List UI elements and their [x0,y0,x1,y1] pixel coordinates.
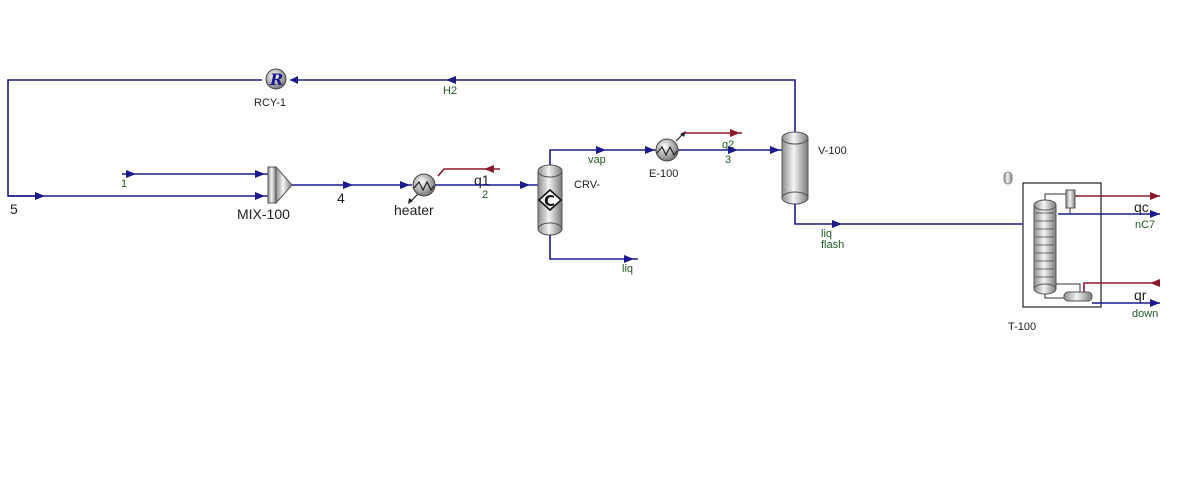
column-icon-small [1003,171,1013,185]
unit-label-rcy-1: RCY-1 [254,97,286,109]
energy-stream-qr[interactable] [1083,279,1160,292]
energy-stream-qc[interactable] [1075,192,1160,200]
stream-label-liq: liq [622,263,633,275]
column-t-100[interactable] [1022,182,1102,308]
stream-liq-flash[interactable] [794,204,1032,228]
stream-3[interactable] [678,146,782,154]
exchanger-e-100[interactable] [655,131,686,162]
unit-label-v-100: V-100 [818,145,847,157]
stream-label-2: 2 [482,189,488,201]
recycle-block-rcy-1[interactable]: R [265,68,287,90]
heater-exchanger[interactable] [408,173,436,204]
stream-label-liq-flash-1: liq [821,228,832,240]
unit-label-mix-100: MIX-100 [237,206,290,222]
stream-liq[interactable] [549,235,638,263]
energy-stream-q1[interactable] [437,165,500,177]
stream-label-vap: vap [588,154,606,166]
unit-label-e-100: E-100 [649,168,678,180]
stream-label-3: 3 [725,154,731,166]
stream-label-1: 1 [121,178,127,190]
unit-label-heater: heater [394,202,434,218]
stream-down[interactable] [1092,299,1160,307]
mixer-mix-100[interactable] [267,165,293,205]
svg-text:R: R [269,70,283,89]
stream-label-down: down [1132,308,1158,320]
stream-label-nc7: nC7 [1135,219,1155,231]
stream-1[interactable] [122,170,268,178]
stream-4[interactable] [292,181,412,189]
separator-v-100[interactable] [781,131,809,205]
stream-label-4: 4 [337,190,345,206]
energy-label-qr: qr [1134,287,1147,303]
reactor-crv[interactable]: C [537,164,563,236]
unit-label-t-100: T-100 [1008,321,1036,333]
stream-nc7[interactable] [1058,210,1160,218]
unit-label-crv: CRV- [574,179,600,191]
energy-label-qc: qc [1134,199,1149,215]
energy-label-q1: q1 [474,172,490,188]
stream-label-liq-flash-2: flash [821,239,844,251]
stream-label-5: 5 [10,201,18,217]
energy-stream-q2[interactable] [684,129,742,137]
svg-text:C: C [544,192,555,210]
stream-2[interactable] [435,181,538,189]
stream-5[interactable] [8,192,268,200]
stream-label-h2: H2 [443,85,457,97]
stream-vap[interactable] [549,146,660,165]
